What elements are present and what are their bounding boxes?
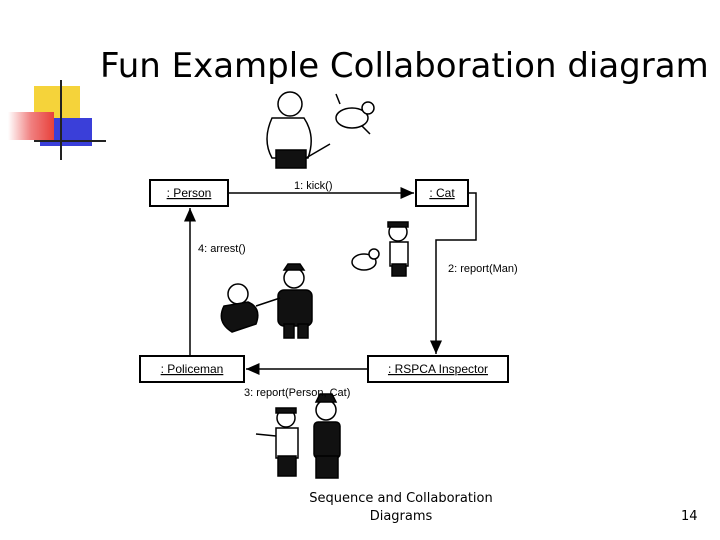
- deco-vertical-line: [60, 80, 62, 160]
- message-arrest: 4: arrest(): [198, 243, 246, 255]
- message-kick: 1: kick(): [294, 180, 333, 192]
- message-report-man: 2: report(Man): [448, 263, 518, 275]
- object-label-inspector: : RSPCA Inspector: [388, 362, 488, 376]
- footer-line-2: Diagrams: [369, 509, 433, 524]
- cartoon-inspector-with-cat: [351, 221, 409, 277]
- deco-horizontal-line: [34, 140, 106, 142]
- object-box-person: [149, 179, 229, 207]
- deco-red-bar: [8, 112, 54, 140]
- message-report-person-cat: 3: report(Person, Cat): [244, 387, 350, 399]
- footer-line-1: Sequence and Collaboration: [309, 491, 493, 506]
- cartoon-two-policemen: [255, 393, 341, 479]
- page-number: 14: [681, 509, 698, 524]
- cartoon-policeman-arresting: [220, 263, 313, 339]
- cartoon-person-kicking-cat: [266, 91, 375, 169]
- slide-footer: Sequence and Collaboration Diagrams: [300, 490, 502, 526]
- object-label-person: : Person: [167, 186, 212, 200]
- link-report-man: [430, 192, 477, 354]
- slide-title: Fun Example Collaboration diagram: [100, 46, 709, 86]
- object-label-policeman: : Policeman: [161, 362, 224, 376]
- object-label-cat: : Cat: [429, 186, 455, 200]
- object-box-policeman: [139, 355, 245, 383]
